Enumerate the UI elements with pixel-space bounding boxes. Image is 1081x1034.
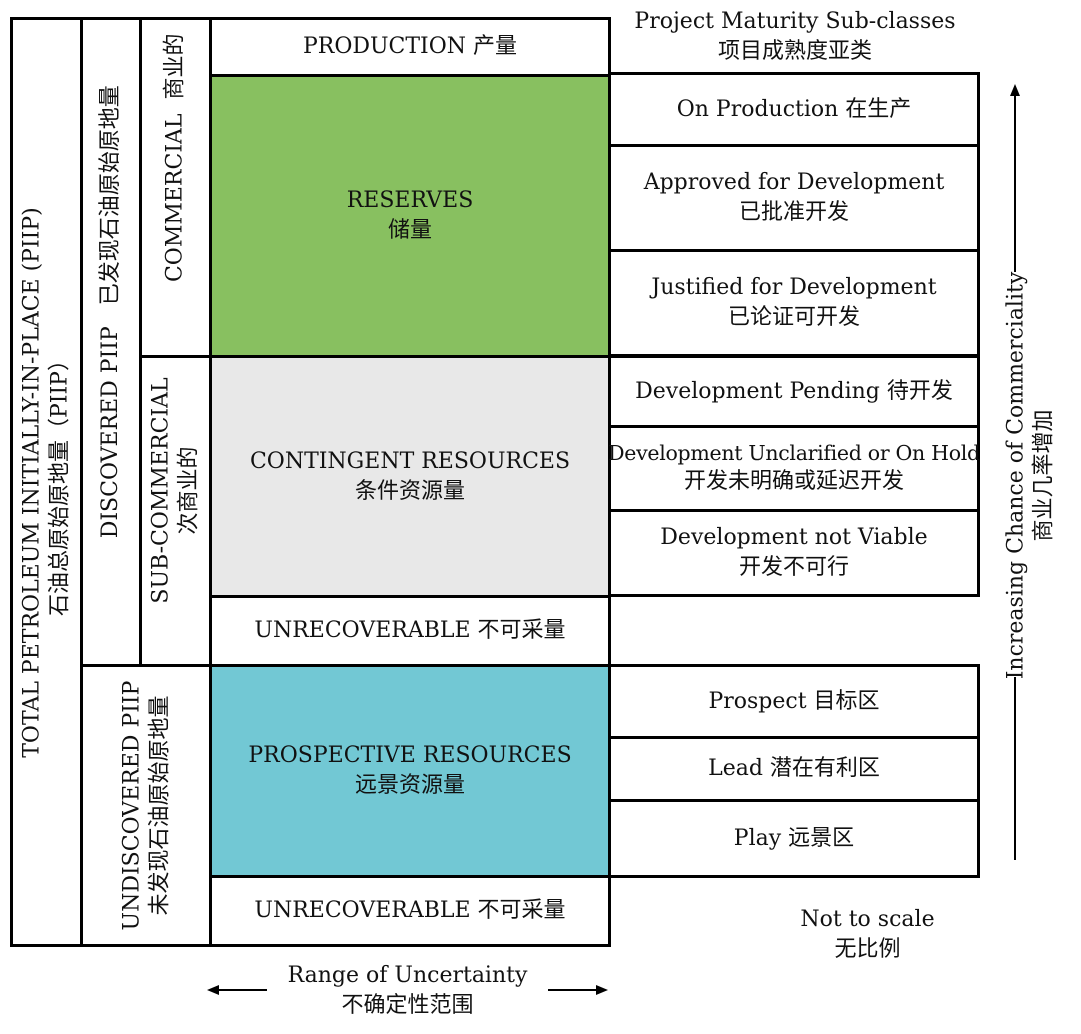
not-to-scale-zh: 无比例 bbox=[834, 937, 901, 962]
subclass-prospect: Prospect 目标区 bbox=[611, 667, 977, 736]
commercial-en: COMMERCIAL bbox=[162, 113, 188, 282]
discovered-subclasses-frame bbox=[608, 72, 980, 597]
total-piip-label: TOTAL PETROLEUM INITIALLY-IN-PLACE (PIIP… bbox=[10, 17, 83, 947]
contingent-resources-box: CONTINGENT RESOURCES 条件资源量 bbox=[209, 355, 611, 598]
subclass-not-viable: Development not Viable 开发不可行 bbox=[611, 512, 977, 594]
discovered-piip-en: DISCOVERED PIIP bbox=[98, 326, 124, 539]
subclass-label-zh: 已批准开发 bbox=[738, 200, 849, 225]
undiscovered-piip-zh: 未发现石油原始原地量 bbox=[147, 695, 172, 916]
unrecoverable-undiscovered-box: UNRECOVERABLE 不可采量 bbox=[209, 875, 611, 947]
subclass-on-production: On Production 在生产 bbox=[611, 75, 977, 144]
subclass-label-zh: 已论证可开发 bbox=[727, 305, 860, 330]
subcommercial-en: SUB-COMMERCIAL bbox=[149, 376, 174, 604]
reserves-box: RESERVES 储量 bbox=[209, 74, 611, 358]
subclass-label: Justified for Development bbox=[651, 275, 937, 301]
maturity-header-en: Project Maturity Sub-classes bbox=[634, 9, 956, 35]
not-to-scale-note: Not to scale 无比例 bbox=[770, 900, 965, 970]
unrecoverable-discovered-box: UNRECOVERABLE 不可采量 bbox=[209, 595, 611, 667]
maturity-header: Project Maturity Sub-classes 项目成熟度亚类 bbox=[612, 2, 978, 72]
subclass-label: Lead 潜在有利区 bbox=[708, 756, 880, 782]
divider bbox=[608, 509, 980, 512]
subcommercial-label: SUB-COMMERCIAL 次商业的 bbox=[139, 355, 212, 625]
divider bbox=[608, 736, 980, 739]
not-to-scale-en: Not to scale bbox=[800, 907, 935, 933]
subclass-pending: Development Pending 待开发 bbox=[611, 358, 977, 425]
undiscovered-subclasses-frame bbox=[608, 664, 980, 878]
subclass-label: Development Unclarified or On Hold bbox=[608, 440, 980, 465]
total-piip-zh: 石油总原始原地量（PIIP） bbox=[47, 348, 73, 616]
divider-thick bbox=[608, 354, 980, 358]
prospective-zh: 远景资源量 bbox=[354, 773, 465, 798]
subclass-unclarified: Development Unclarified or On Hold 开发未明确… bbox=[608, 428, 980, 509]
subclass-label: Play 远景区 bbox=[733, 825, 855, 851]
unrecoverable-discovered-label: UNRECOVERABLE 不可采量 bbox=[254, 618, 566, 644]
subclass-play: Play 远景区 bbox=[611, 802, 977, 875]
subclass-label: On Production 在生产 bbox=[676, 96, 912, 122]
commerciality-en: Increasing Chance of Commerciality bbox=[1003, 271, 1029, 679]
production-box: PRODUCTION 产量 bbox=[209, 17, 611, 77]
divider bbox=[608, 425, 980, 428]
divider bbox=[608, 144, 980, 147]
total-piip-en: TOTAL PETROLEUM INITIALLY-IN-PLACE (PIIP… bbox=[20, 206, 46, 758]
subclass-label-zh: 开发未明确或延迟开发 bbox=[683, 469, 904, 495]
uncertainty-zh: 不确定性范围 bbox=[341, 993, 474, 1018]
divider bbox=[608, 799, 980, 802]
subclass-approved: Approved for Development 已批准开发 bbox=[611, 147, 977, 249]
subcommercial-zh: 次商业的 bbox=[176, 446, 202, 535]
undiscovered-piip-label: UNDISCOVERED PIIP 未发现石油原始原地量 bbox=[80, 664, 212, 947]
undiscovered-piip-en: UNDISCOVERED PIIP bbox=[119, 680, 145, 931]
uncertainty-label: Range of Uncertainty 不确定性范围 bbox=[270, 954, 545, 1028]
discovered-piip-zh: 已发现石油原始原地量 bbox=[98, 85, 124, 306]
subclass-label: Development not Viable bbox=[660, 525, 928, 551]
commercial-zh: 商业的 bbox=[162, 33, 188, 100]
prospective-resources-box: PROSPECTIVE RESOURCES 远景资源量 bbox=[209, 664, 611, 878]
subclass-label: Development Pending 待开发 bbox=[635, 378, 953, 404]
uncertainty-en: Range of Uncertainty bbox=[287, 963, 528, 989]
up-arrow-icon bbox=[1010, 84, 1020, 860]
contingent-zh: 条件资源量 bbox=[354, 478, 465, 504]
left-arrow-icon bbox=[207, 985, 267, 995]
right-arrow-icon bbox=[548, 985, 608, 995]
subclass-justified: Justified for Development 已论证可开发 bbox=[611, 252, 977, 354]
reserves-en: RESERVES bbox=[346, 188, 474, 214]
divider bbox=[608, 249, 980, 252]
commerciality-zh: 商业几率增加 bbox=[1031, 409, 1056, 542]
subclass-lead: Lead 潜在有利区 bbox=[611, 739, 977, 799]
commerciality-axis-label: Increasing Chance of Commerciality 商业几率增… bbox=[990, 270, 1070, 680]
subclass-label-zh: 开发不可行 bbox=[738, 555, 849, 580]
commercial-label: COMMERCIAL 商业的 bbox=[139, 17, 212, 358]
contingent-en: CONTINGENT RESOURCES bbox=[249, 448, 571, 474]
unrecoverable-undiscovered-label: UNRECOVERABLE 不可采量 bbox=[254, 898, 566, 924]
production-label: PRODUCTION 产量 bbox=[302, 34, 518, 60]
reserves-zh: 储量 bbox=[387, 218, 432, 243]
maturity-header-zh: 项目成熟度亚类 bbox=[717, 39, 872, 64]
prospective-en: PROSPECTIVE RESOURCES bbox=[248, 743, 572, 769]
subclass-label: Prospect 目标区 bbox=[708, 688, 880, 714]
discovered-piip-label: DISCOVERED PIIP 已发现石油原始原地量 bbox=[80, 17, 142, 667]
subclass-label: Approved for Development bbox=[643, 170, 945, 196]
